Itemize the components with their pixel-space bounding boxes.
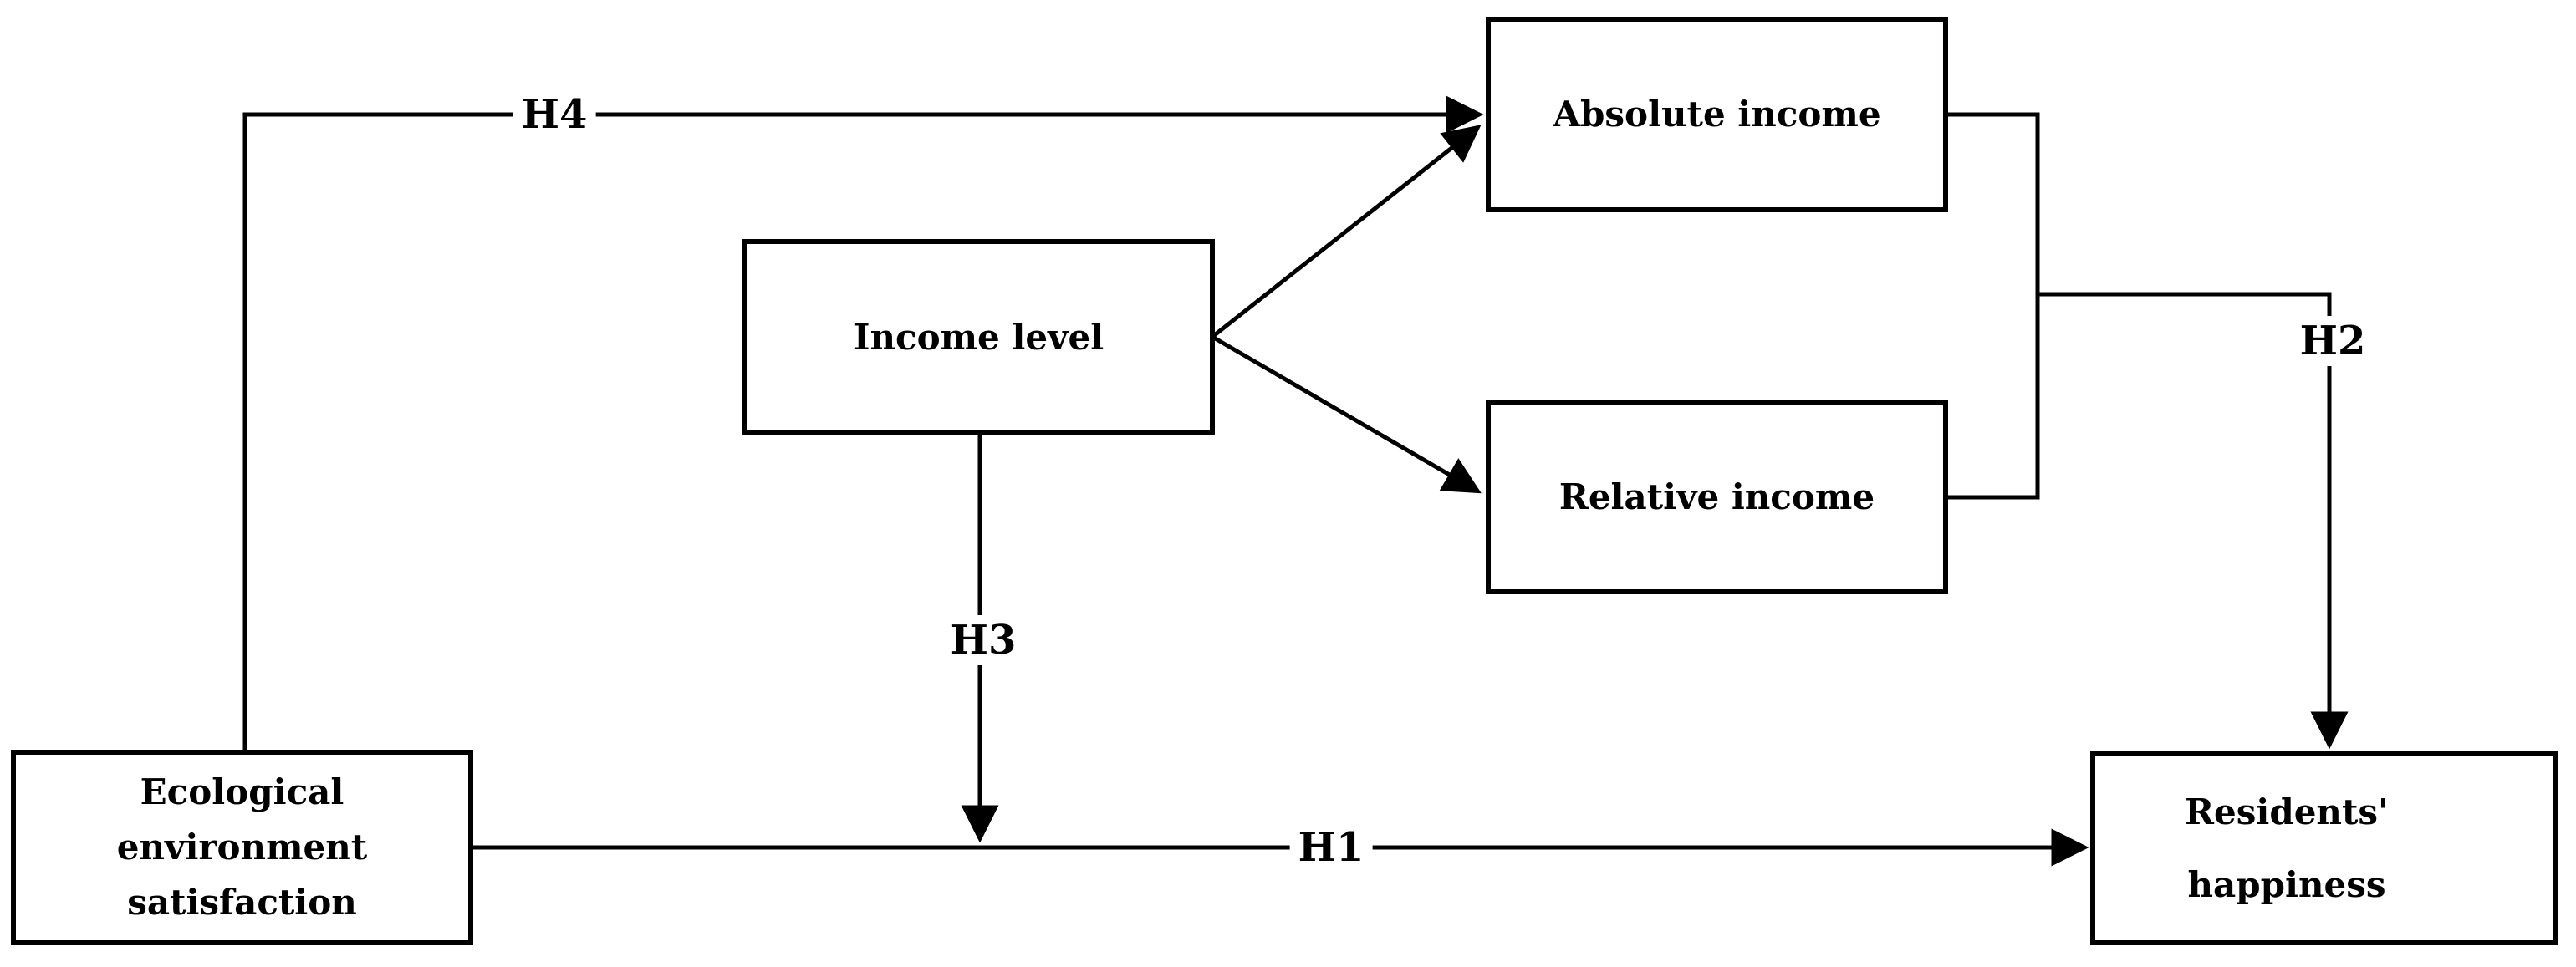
edge-label-h4: H4 <box>513 89 596 140</box>
node-label-line: environment <box>116 827 368 868</box>
node-label-line: Relative income <box>1558 476 1875 517</box>
edge-h2-join-to-residents-happiness <box>2038 292 2349 750</box>
node-label-line: satisfaction <box>127 882 357 923</box>
node-label-line: Residents' <box>2185 791 2389 832</box>
node-label-line: Income level <box>853 316 1104 358</box>
node-absolute-income: Absolute income <box>1486 17 1948 212</box>
node-relative-income: Relative income <box>1486 400 1948 594</box>
edge-label-h3: H3 <box>941 615 1025 665</box>
edge-bracket-absolute-relative-join <box>1948 112 2040 500</box>
edge-label-h1: H1 <box>1289 822 1373 873</box>
node-label-line: Ecological <box>140 771 344 812</box>
edge-h4-ecological-to-absolute-income <box>242 95 1484 750</box>
node-label-line: happiness <box>2187 863 2386 905</box>
edge-label-h2: H2 <box>2291 316 2375 366</box>
edge-income-level-to-absolute-income <box>1211 125 1482 338</box>
node-residents-happiness: Residents' happiness <box>2090 751 2558 945</box>
node-income-level: Income level <box>742 239 1215 435</box>
edge-income-level-to-relative-income <box>1211 334 1482 494</box>
node-label-line: Absolute income <box>1553 94 1881 135</box>
node-ecological-environment-satisfaction: Ecological environment satisfaction <box>11 750 473 945</box>
